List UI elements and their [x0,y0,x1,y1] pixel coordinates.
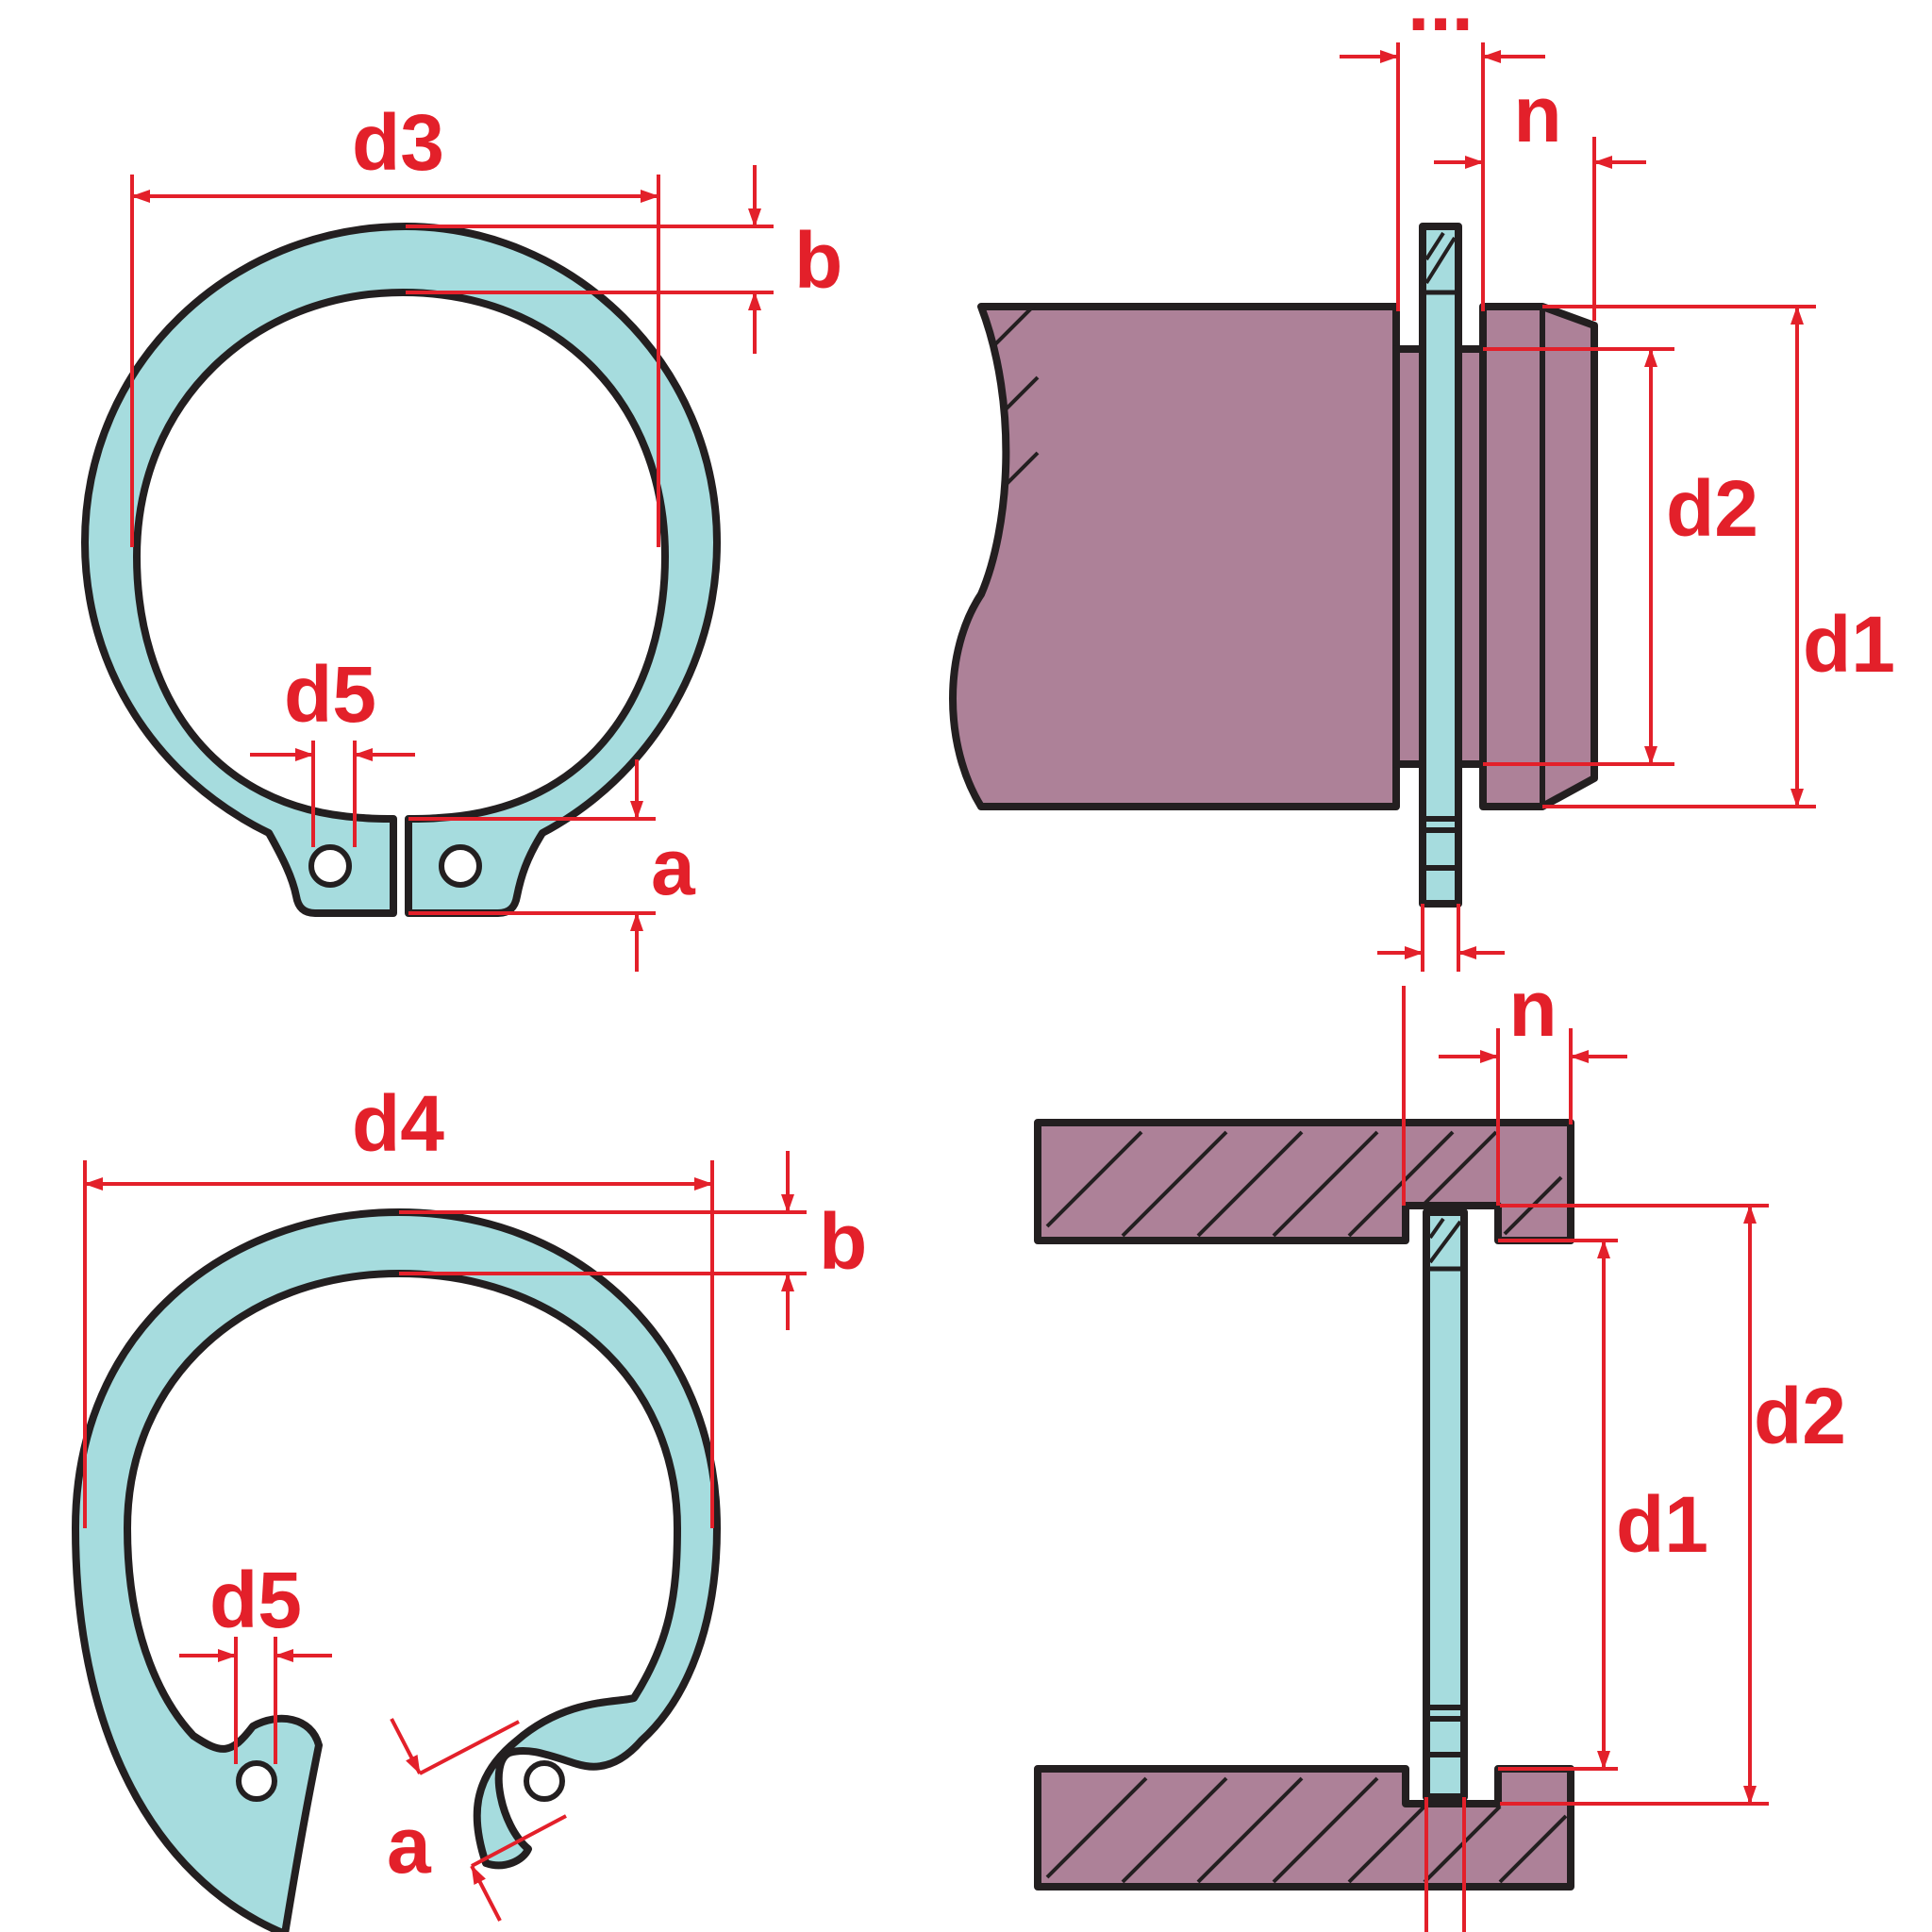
b-dimension-internal [399,1151,807,1330]
d2-label-bore: d2 [1754,1372,1846,1460]
internal-ring-hole-right [524,1760,565,1802]
d5-dimension-external [250,741,415,847]
d2-dimension-shaft [1483,347,1674,766]
external-ring-section-hatch-box [1420,224,1461,295]
n-dimension-bore [1402,986,1627,1206]
b-dimension-external [406,165,774,354]
ring-width-label: ... [1407,0,1474,47]
d5-dimension-internal [179,1637,332,1764]
external-ring-hole-left [308,844,352,888]
d4-dimension [83,1160,714,1528]
d3-dimension [130,175,660,547]
d1-dimension-shaft [1542,305,1816,808]
bore-lower-wall [1034,1765,1574,1890]
b-label-internal: b [819,1197,867,1286]
a-dimension-external [408,759,656,972]
bore-section-view [1034,1119,1574,1890]
a-label-external: a [651,823,696,911]
bore-upper-wall [1034,1119,1574,1244]
d2-dimension-bore [1500,1204,1769,1806]
shaft-section-view [949,223,1598,908]
shaft-end [1479,303,1598,810]
b-label-external: b [794,216,842,305]
internal-ring-hole-left [236,1760,277,1802]
a-label-internal: a [387,1801,432,1890]
ring-width-dimension [1340,42,1545,311]
n-label-shaft: n [1513,70,1561,158]
external-ring-view [81,223,721,917]
ring-thickness-dimension-bore [1424,1797,1466,1932]
a-dimension-internal [390,1718,567,1922]
d1-label-shaft: d1 [1803,600,1895,689]
n-dimension-shaft [1434,137,1646,321]
d3-label: d3 [352,98,444,187]
d5-label-external: d5 [284,650,376,739]
external-ring-hole-right [439,844,482,888]
shaft-body [949,303,1400,810]
shaft-break-edge [978,305,1009,596]
external-ring-section [1419,223,1462,908]
n-label-bore: n [1508,964,1557,1053]
external-ring-body [81,223,721,917]
d1-dimension-bore [1498,1239,1618,1771]
d2-label-shaft: d2 [1666,464,1758,553]
d4-label: d4 [352,1079,444,1168]
d1-label-bore: d1 [1616,1480,1708,1569]
ring-thickness-dimension-shaft [1377,904,1505,972]
d5-label-internal: d5 [209,1556,302,1644]
